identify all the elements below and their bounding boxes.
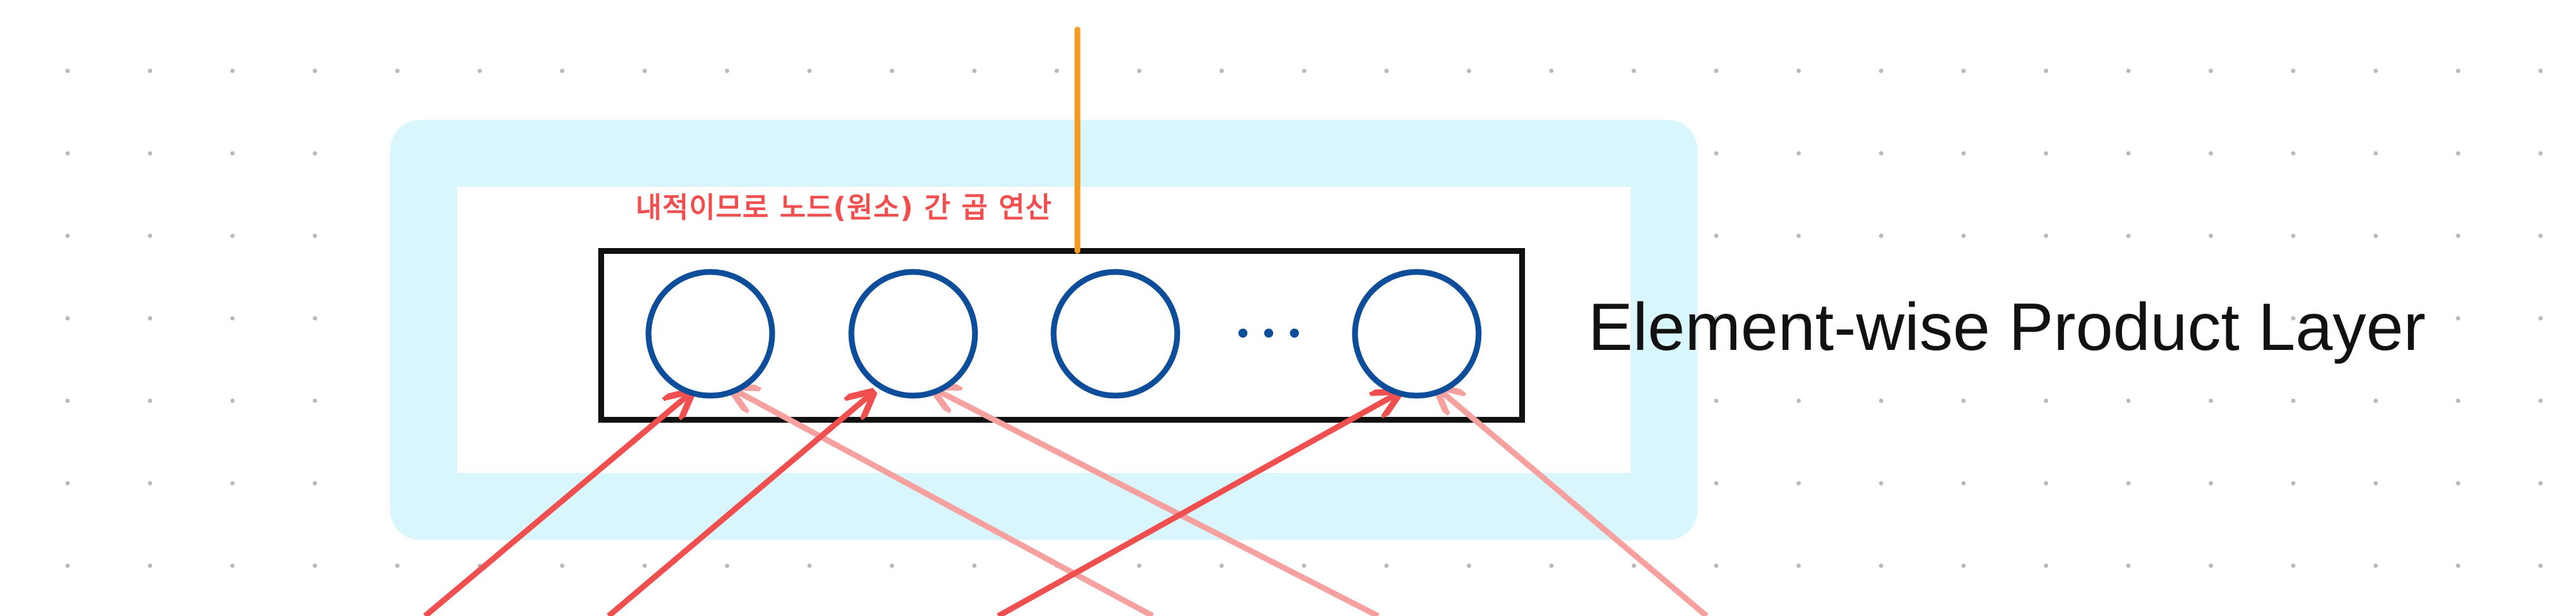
- annotation-text: 내적이므로 노드(원소) 간 곱 연산: [636, 191, 1052, 224]
- input-arrow-light-2: [936, 390, 1380, 616]
- product-node-1: [645, 269, 775, 399]
- product-node-4: [1352, 269, 1482, 399]
- input-arrow-dark-3: [996, 394, 1396, 616]
- product-node-3: [1050, 269, 1180, 399]
- input-arrow-light-1: [734, 390, 1155, 616]
- ellipsis-dot: [1264, 329, 1273, 338]
- input-arrow-light-3: [1439, 390, 1709, 616]
- product-node-2: [848, 269, 978, 399]
- input-arrow-dark-2: [607, 394, 871, 616]
- layer-label: Element-wise Product Layer: [1588, 290, 2426, 365]
- node-container-box: [598, 248, 1525, 423]
- input-arrow-dark-1: [423, 394, 689, 616]
- ellipsis-dots: [1238, 329, 1299, 338]
- ellipsis-dot: [1290, 329, 1299, 338]
- ellipsis-dot: [1238, 329, 1247, 338]
